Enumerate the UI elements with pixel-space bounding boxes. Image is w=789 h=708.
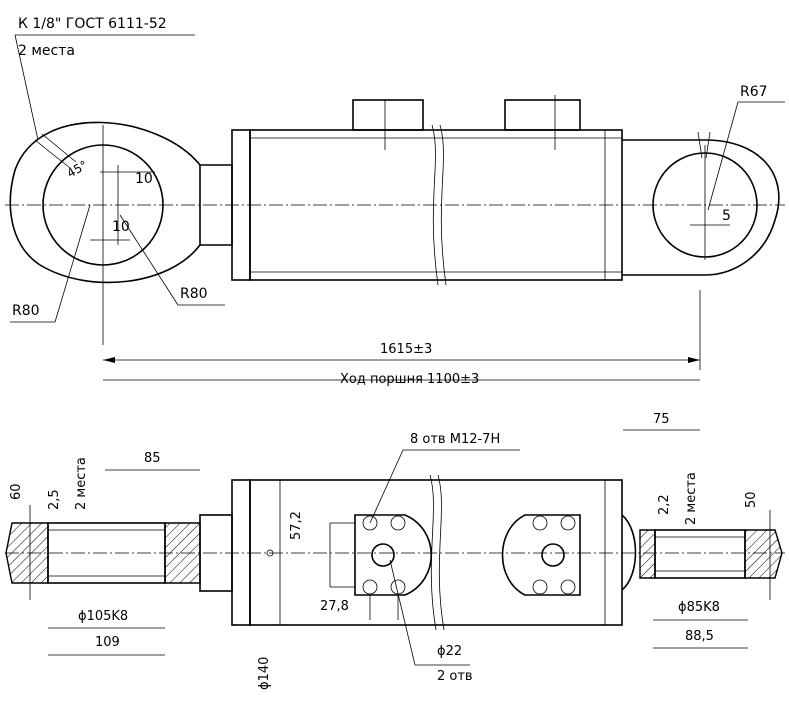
height-right: 50 xyxy=(744,491,759,508)
angle-label: 45° xyxy=(65,158,90,181)
thread-note: К 1/8" ГОСТ 6111-52 xyxy=(18,16,167,32)
right-eye-section xyxy=(621,514,783,591)
length-75: 75 xyxy=(653,412,670,427)
hole-note: 8 отв M12-7H xyxy=(410,432,500,447)
width-left: 109 xyxy=(95,635,120,650)
cylinder-body xyxy=(231,95,623,286)
offset-a-label: 10 xyxy=(135,171,153,187)
stroke-length: Ход поршня 1100±3 xyxy=(340,372,479,387)
bore-right: ϕ85K8 xyxy=(678,600,720,615)
gap-left: 2,5 xyxy=(47,489,62,510)
port-dia: ϕ22 xyxy=(437,644,462,659)
bottom-view: 60 2,5 2 места 85 ϕ105K8 109 8 отв M12-7… xyxy=(5,412,785,690)
body-dia: ϕ140 xyxy=(257,657,272,690)
radius-right: R67 xyxy=(740,84,768,100)
radius-left-outer: R80 xyxy=(12,303,40,319)
gap-left-qty: 2 места xyxy=(74,457,89,510)
thread-qty: 2 места xyxy=(18,43,75,59)
pitch-h: 27,8 xyxy=(320,599,349,614)
small-dim-label: 5 xyxy=(722,208,731,224)
top-view: К 1/8" ГОСТ 6111-52 2 места 45° 10 10 R8… xyxy=(5,16,785,387)
length-85: 85 xyxy=(144,451,161,466)
body-side-view xyxy=(231,474,623,631)
radius-left-inner: R80 xyxy=(180,286,208,302)
width-right: 88,5 xyxy=(685,629,714,644)
left-eye-section xyxy=(5,514,233,592)
bore-left: ϕ105K8 xyxy=(78,609,128,624)
right-rod-eye xyxy=(622,131,780,370)
gap-right: 2,2 xyxy=(657,494,672,515)
port-qty: 2 отв xyxy=(437,669,473,684)
offset-b-label: 10 xyxy=(112,219,130,235)
height-left: 60 xyxy=(9,483,24,500)
gap-right-qty: 2 места xyxy=(684,472,699,525)
overall-length: 1615±3 xyxy=(380,342,432,357)
pitch-v: 57,2 xyxy=(289,511,304,540)
